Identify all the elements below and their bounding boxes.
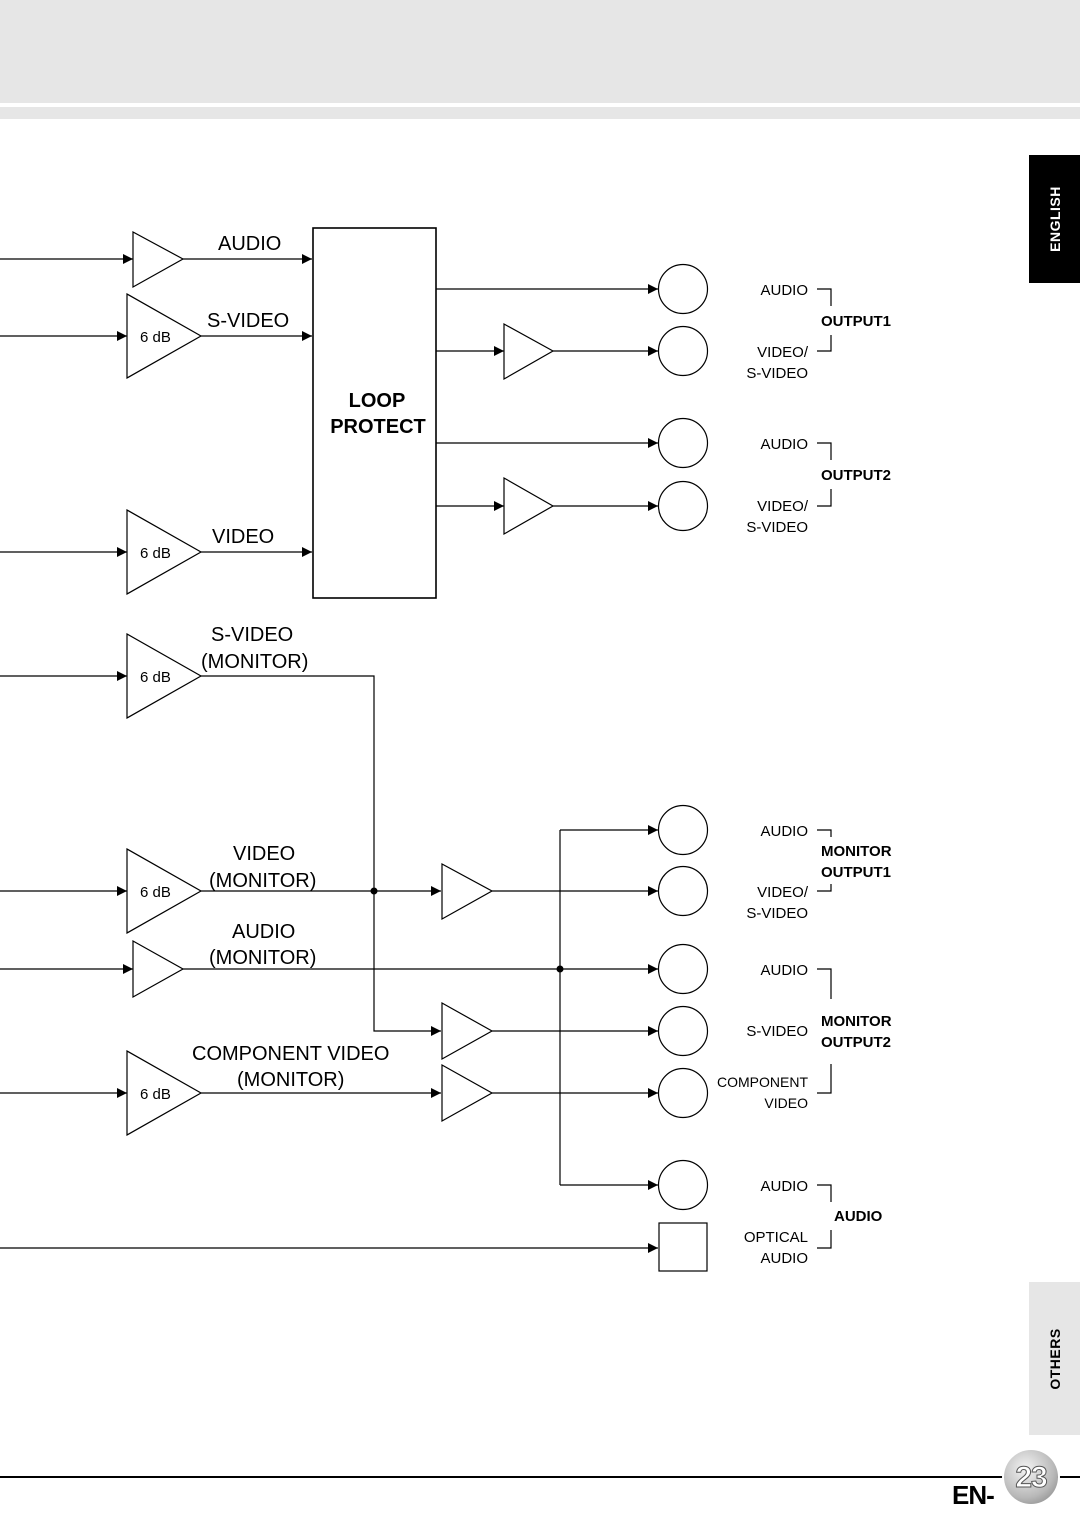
gain-label-video-monitor: 6 dB (140, 884, 171, 901)
buffer-out2-video (503, 476, 555, 536)
bracket-monitor2-top (817, 968, 832, 999)
group-monitor1-line1: MONITOR (821, 843, 892, 860)
optical-audio-label: AUDIO (760, 1250, 808, 1267)
out2-svideo-label: S-VIDEO (746, 519, 808, 536)
header-stripe (0, 107, 1080, 119)
amp-video-monitor (126, 847, 203, 935)
bracket-monitor1-bottom (817, 884, 832, 892)
mon1-audio-label: AUDIO (760, 823, 808, 840)
amp-svideo-monitor (126, 632, 203, 720)
page-number: 23 (1015, 1461, 1048, 1495)
out2-audio-label: AUDIO (760, 436, 808, 453)
gain-label-svideo: 6 dB (140, 329, 171, 346)
gain-label-svideo-monitor: 6 dB (140, 669, 171, 686)
label-video-monitor: VIDEO (233, 843, 295, 865)
jack-audio-out (657, 1159, 709, 1211)
out1-video-label: VIDEO/ (757, 344, 809, 361)
buffer-mon2-svideo (441, 1001, 494, 1061)
out2-video-label: VIDEO/ (757, 498, 809, 515)
gain-label-video: 6 dB (140, 545, 171, 562)
jack-out1-video (657, 325, 709, 377)
label-monitor-1: (MONITOR) (201, 651, 308, 673)
group-monitor2-line1: MONITOR (821, 1013, 892, 1030)
amp-svideo (126, 292, 203, 380)
jack-out1-audio (657, 263, 709, 315)
buffer-audio (132, 230, 185, 289)
label-audio: AUDIO (218, 233, 281, 255)
mon1-video-label: VIDEO/ (757, 884, 809, 901)
buffer-mon1-video (441, 862, 494, 921)
bracket-output1-bottom (817, 335, 832, 352)
tab-others[interactable]: OTHERS (1029, 1282, 1080, 1435)
bracket-audio-top (817, 1184, 832, 1202)
buffer-out1-video (503, 322, 555, 381)
bracket-audio-bottom (817, 1230, 832, 1249)
bracket-output2-bottom (817, 489, 832, 507)
label-component-video: COMPONENT VIDEO (192, 1043, 389, 1065)
group-monitor2-line2: OUTPUT2 (821, 1034, 891, 1051)
out1-audio-label: AUDIO (760, 282, 808, 299)
page-prefix: EN- (952, 1480, 995, 1510)
group-monitor1-line2: OUTPUT1 (821, 864, 891, 881)
protect-label: PROTECT (330, 416, 426, 438)
loop-label: LOOP (349, 390, 406, 412)
bracket-output1-top (817, 288, 832, 306)
group-audio: AUDIO (834, 1208, 883, 1225)
group-output2: OUTPUT2 (821, 467, 891, 484)
bracket-monitor2-bottom (817, 1064, 832, 1094)
label-monitor-4: (MONITOR) (237, 1069, 344, 1091)
mon2-audio-label: AUDIO (760, 962, 808, 979)
page-number-badge: 23 (1004, 1450, 1058, 1504)
tab-english[interactable]: ENGLISH (1029, 155, 1080, 283)
junction-audio-monitor (556, 965, 564, 973)
junction-video-monitor (370, 887, 378, 895)
label-svideo-monitor: S-VIDEO (211, 624, 293, 646)
label-monitor-3: (MONITOR) (209, 947, 316, 969)
mon1-svideo-label: S-VIDEO (746, 905, 808, 922)
jack-mon2-audio (657, 943, 709, 995)
amp-component-video (126, 1049, 203, 1137)
label-svideo: S-VIDEO (207, 310, 289, 332)
buffer-mon2-component (441, 1063, 494, 1123)
bracket-monitor1-top (817, 829, 832, 837)
mon2-component-label: COMPONENT (717, 1074, 808, 1090)
out1-svideo-label: S-VIDEO (746, 365, 808, 382)
label-audio-monitor: AUDIO (232, 921, 295, 943)
amp-video (126, 508, 203, 596)
jack-optical-audio (658, 1222, 708, 1272)
loop-protect-box (312, 227, 437, 599)
header-band (0, 0, 1080, 103)
jack-mon1-video (657, 865, 709, 917)
jack-mon1-audio (657, 804, 709, 856)
jack-mon2-svideo (657, 1005, 709, 1057)
group-output1: OUTPUT1 (821, 313, 891, 330)
label-video: VIDEO (212, 526, 274, 548)
gain-label-component: 6 dB (140, 1086, 171, 1103)
jack-out2-video (657, 480, 709, 532)
mon2-svideo-label: S-VIDEO (746, 1023, 808, 1040)
line-svideo-monitor-route (201, 675, 441, 1036)
mon2-component-video-label: VIDEO (764, 1095, 808, 1111)
jack-mon2-component (657, 1067, 709, 1119)
bracket-output2-top (817, 442, 832, 460)
buffer-audio-monitor (132, 939, 185, 999)
optical-label: OPTICAL (744, 1229, 808, 1246)
jack-out2-audio (657, 417, 709, 469)
footer-rule (0, 1476, 1080, 1478)
audio-out-label: AUDIO (760, 1178, 808, 1195)
label-monitor-2: (MONITOR) (209, 870, 316, 892)
